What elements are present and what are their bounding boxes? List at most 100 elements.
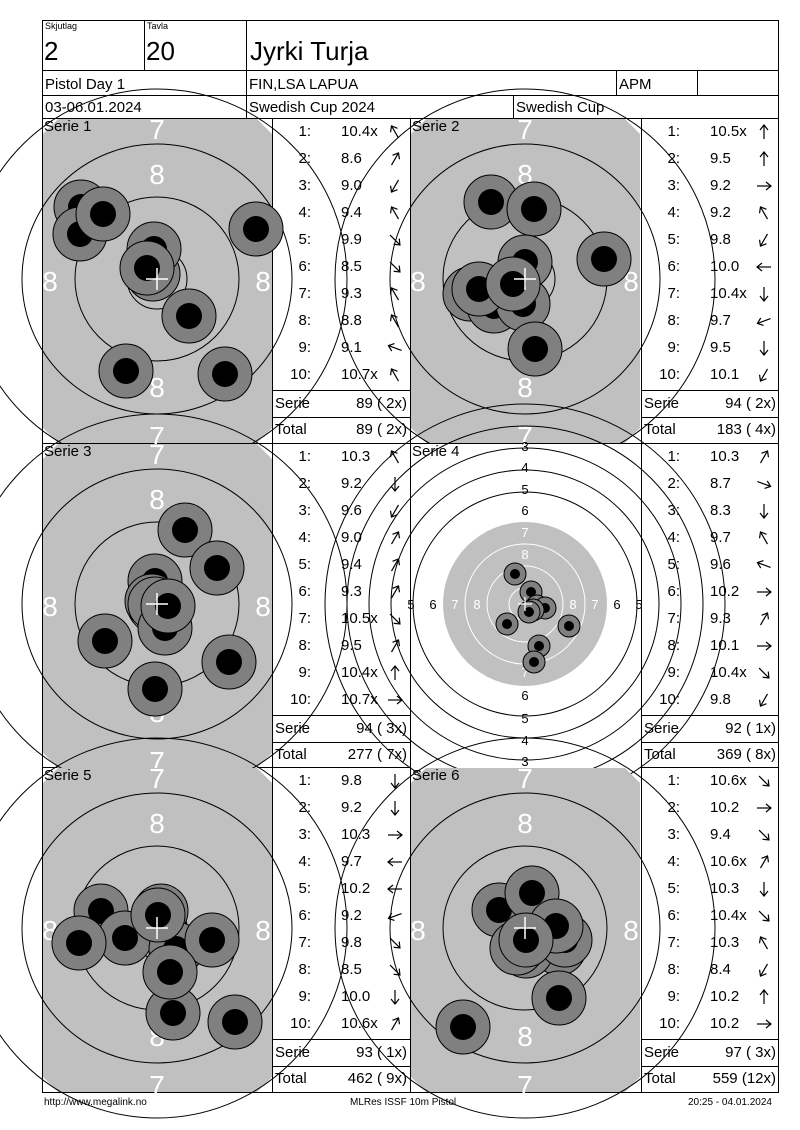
- shot-number: 9:: [298, 339, 311, 356]
- direction-arrow-icon: [386, 258, 404, 276]
- ring-number-label: 8: [517, 808, 533, 839]
- direction-arrow-icon: [755, 799, 773, 817]
- direction-arrow-icon: [755, 150, 773, 168]
- serie-title: Serie 1: [44, 118, 92, 135]
- shot-number: 8:: [667, 961, 680, 978]
- shot-score: 8.3: [710, 502, 731, 519]
- summary-divider: [273, 1066, 410, 1067]
- shot-hole: [184, 912, 240, 968]
- shot-score: 9.2: [341, 475, 362, 492]
- ring-number-label: 7: [149, 1070, 165, 1101]
- shot-score: 10.4x: [710, 907, 747, 924]
- shot-hole: [507, 321, 563, 377]
- shot-hole: [522, 650, 546, 674]
- shot-hole: [75, 186, 131, 242]
- shot-hole: [189, 540, 245, 596]
- direction-arrow-icon: [755, 664, 773, 682]
- target-ring: [389, 143, 661, 415]
- direction-arrow-icon: [386, 366, 404, 384]
- shot-score: 10.6x: [710, 853, 747, 870]
- summary-divider: [642, 417, 779, 418]
- grid-divider: [42, 443, 779, 444]
- grid-divider: [641, 118, 642, 1093]
- shot-number: 9:: [298, 664, 311, 681]
- skjutlag-label: Skjutlag: [45, 21, 78, 31]
- running-total-label: Total: [644, 1070, 676, 1087]
- direction-arrow-icon: [386, 772, 404, 790]
- shot-hole: [119, 240, 175, 296]
- running-total-value: 462 ( 9x): [347, 1070, 407, 1087]
- shot-score: 10.4x: [710, 664, 747, 681]
- shot-number: 7:: [667, 610, 680, 627]
- shot-number: 10:: [659, 1015, 680, 1032]
- shot-score: 9.4: [341, 204, 362, 221]
- shot-number: 4:: [298, 853, 311, 870]
- summary-divider: [273, 715, 410, 716]
- shot-score: 9.8: [710, 231, 731, 248]
- shot-score: 10.2: [710, 988, 740, 1005]
- target-ring: [412, 491, 638, 717]
- shot-score: 8.8: [341, 312, 362, 329]
- header-divider: [42, 95, 779, 96]
- ring-number-label: 4: [521, 733, 528, 748]
- direction-arrow-icon: [386, 853, 404, 871]
- shot-number: 9:: [298, 988, 311, 1005]
- ring-number-label: 8: [517, 372, 533, 403]
- shot-number: 9:: [667, 664, 680, 681]
- shot-score: 9.5: [710, 150, 731, 167]
- serie-title: Serie 2: [412, 118, 460, 135]
- competition-dates: 03-06.01.2024: [45, 99, 142, 116]
- shot-number: 8:: [298, 961, 311, 978]
- direction-arrow-icon: [386, 475, 404, 493]
- shot-score: 9.0: [341, 529, 362, 546]
- direction-arrow-icon: [755, 204, 773, 222]
- direction-arrow-icon: [755, 448, 773, 466]
- running-total-label: Total: [644, 746, 676, 763]
- summary-divider: [273, 417, 410, 418]
- serie-sum-value: 94 ( 3x): [356, 720, 407, 737]
- serie-sum-label: Serie: [275, 720, 311, 737]
- direction-arrow-icon: [386, 610, 404, 628]
- ring-number-label: 8: [410, 915, 426, 946]
- header-divider: [697, 70, 698, 95]
- shot-hole: [506, 181, 562, 237]
- ring-number-label: 7: [517, 763, 533, 794]
- ring-number-label: 8: [521, 547, 528, 562]
- target-ring: [0, 737, 348, 1119]
- ring-number-label: 8: [149, 159, 165, 190]
- summary-divider: [273, 1039, 410, 1040]
- shot-number: 4:: [667, 529, 680, 546]
- shot-score: 9.6: [710, 556, 731, 573]
- shot-hole: [142, 944, 198, 1000]
- shot-number: 1:: [298, 772, 311, 789]
- summary-divider: [642, 1066, 779, 1067]
- shot-score: 8.6: [341, 150, 362, 167]
- direction-arrow-icon: [386, 339, 404, 357]
- ring-number-label: 8: [473, 597, 480, 612]
- serie-sum-value: 93 ( 1x): [356, 1044, 407, 1061]
- shot-number: 10:: [290, 691, 311, 708]
- running-total-label: Total: [644, 421, 676, 438]
- target-ring: [389, 792, 661, 1064]
- tavla-value: 20: [146, 36, 175, 66]
- shot-number: 8:: [667, 312, 680, 329]
- shot-number: 3:: [298, 502, 311, 519]
- shot-score: 10.5x: [341, 610, 378, 627]
- shot-hole: [495, 612, 519, 636]
- shot-hole: [498, 912, 554, 968]
- ring-number-label: 6: [521, 503, 528, 518]
- shot-score: 10.0: [710, 258, 740, 275]
- shot-number: 3:: [667, 177, 680, 194]
- shot-score: 10.6x: [710, 772, 747, 789]
- footer-website[interactable]: http://www.megalink.no: [44, 1097, 147, 1108]
- shot-number: 1:: [298, 448, 311, 465]
- summary-divider: [642, 390, 779, 391]
- event-name: Pistol Day 1: [45, 76, 126, 93]
- header-divider: [144, 20, 145, 70]
- shot-number: 2:: [298, 475, 311, 492]
- header-divider: [42, 70, 779, 71]
- serie-sum-label: Serie: [644, 720, 680, 737]
- shot-number: 2:: [298, 150, 311, 167]
- shot-number: 2:: [667, 475, 680, 492]
